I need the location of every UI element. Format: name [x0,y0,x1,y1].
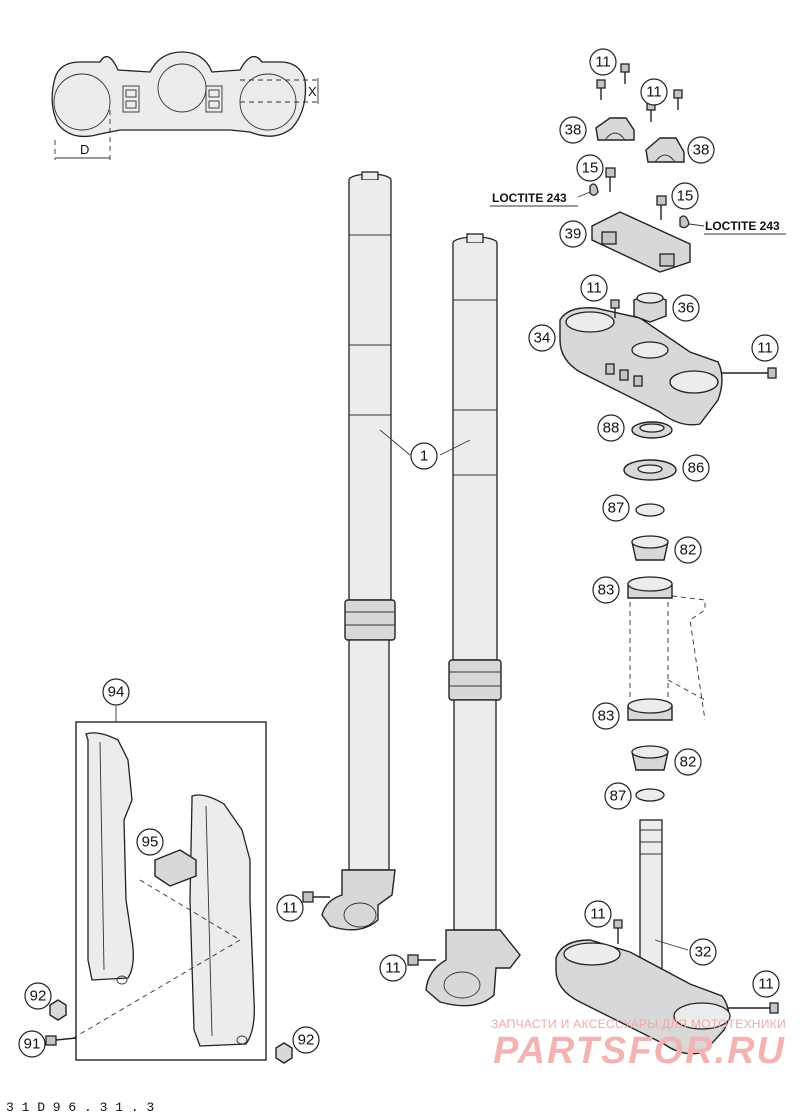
svg-text:11: 11 [757,340,773,357]
callout-88: 88 [597,414,625,442]
guard-nut-left [49,999,67,1021]
guard-clip [154,849,197,887]
svg-text:83: 83 [598,582,615,599]
dimension-d-label: D [80,142,89,157]
loctite-label-right: LOCTITE 243 [705,219,780,233]
callout-82-top: 82 [674,536,702,564]
callout-32: 32 [689,938,717,966]
callout-38-left: 38 [559,116,587,144]
callout-11-fork-left: 11 [276,894,304,922]
svg-text:94: 94 [108,684,125,701]
svg-text:11: 11 [595,54,611,71]
guard-nut-right [275,1042,293,1064]
bearing-cup-top [627,576,673,599]
svg-text:87: 87 [608,500,625,517]
fork-bolt-left [302,891,330,903]
guard-screw [45,1035,77,1046]
svg-text:11: 11 [385,960,401,977]
clamp-screw-left [605,167,616,192]
clamp-bolts-top [596,63,683,122]
dimension-x-label: X [308,84,317,99]
leader-1-left [379,429,411,456]
callout-15-left: 15 [576,154,604,182]
svg-text:38: 38 [693,142,710,159]
lower-triple-clamp [555,819,779,1055]
callout-11-mid-b: 11 [751,334,779,362]
loctite-label-left: LOCTITE 243 [492,191,567,205]
handlebar-clamp-left [595,117,635,141]
callout-11-fork-right: 11 [379,954,407,982]
dust-washer [623,459,677,481]
svg-text:38: 38 [565,122,582,139]
seal-ring-top [635,503,665,517]
callout-92-left: 92 [24,982,52,1010]
frame-head-outline [629,595,706,721]
svg-text:15: 15 [677,188,694,205]
diagram-code: 3 1 D 9 6 . 3 1 . 3 [6,1100,155,1115]
callout-92-right: 92 [292,1026,320,1054]
bearing-nut [631,421,673,439]
seal-ring-bottom [635,788,665,802]
callout-39: 39 [559,220,587,248]
svg-text:11: 11 [646,84,662,101]
loctite-drop-right [679,215,690,229]
svg-text:11: 11 [590,906,606,923]
callout-83-top: 83 [592,576,620,604]
callout-95: 95 [136,828,164,856]
svg-text:11: 11 [758,976,774,993]
fork-bolt-right [407,954,436,966]
triple-clamp-detail [51,51,320,160]
callout-38-right: 38 [687,136,715,164]
svg-text:92: 92 [298,1032,315,1049]
taper-bearing-top [631,535,669,561]
leader-1-right [439,439,471,456]
fork-guard-box [75,721,267,1061]
svg-text:1: 1 [420,448,428,465]
fork-leg-left [321,171,396,931]
callout-82-bottom: 82 [674,748,702,776]
svg-text:92: 92 [30,988,47,1005]
callout-87-top: 87 [602,494,630,522]
svg-text:87: 87 [610,788,627,805]
callout-15-right: 15 [671,182,699,210]
svg-text:39: 39 [565,226,582,243]
svg-text:36: 36 [678,300,695,317]
svg-text:15: 15 [582,160,599,177]
clamp-screw-right [656,195,667,220]
callout-11-top-b: 11 [640,78,668,106]
svg-text:86: 86 [688,460,705,477]
svg-text:91: 91 [24,1036,41,1053]
callout-1: 1 [410,442,438,470]
fork-guard-left [85,732,134,985]
svg-text:11: 11 [282,900,298,917]
fork-leg-right [425,233,521,1007]
svg-text:34: 34 [534,330,551,347]
callout-86: 86 [682,454,710,482]
callout-87-bottom: 87 [604,782,632,810]
callout-94: 94 [102,678,130,706]
svg-text:11: 11 [586,280,602,297]
callout-11-lower-a: 11 [584,900,612,928]
bearing-cup-bottom [627,698,673,721]
upper-triple-clamp [559,299,777,426]
callout-11-top-a: 11 [589,48,617,76]
svg-text:82: 82 [680,754,697,771]
callout-83-bottom: 83 [592,702,620,730]
callout-11-mid-a: 11 [580,274,608,302]
svg-text:88: 88 [603,420,620,437]
svg-text:32: 32 [695,944,712,961]
svg-text:82: 82 [680,542,697,559]
callout-36: 36 [672,294,700,322]
loctite-drop-left [589,183,599,196]
fork-guard-right [189,794,255,1047]
callout-91: 91 [18,1030,46,1058]
svg-text:83: 83 [598,708,615,725]
callout-11-lower-b: 11 [752,970,780,998]
taper-bearing-bottom [631,745,669,771]
steering-nut [633,292,667,323]
handlebar-clamp-right [645,137,685,163]
svg-text:95: 95 [142,834,159,851]
callout-34: 34 [528,324,556,352]
